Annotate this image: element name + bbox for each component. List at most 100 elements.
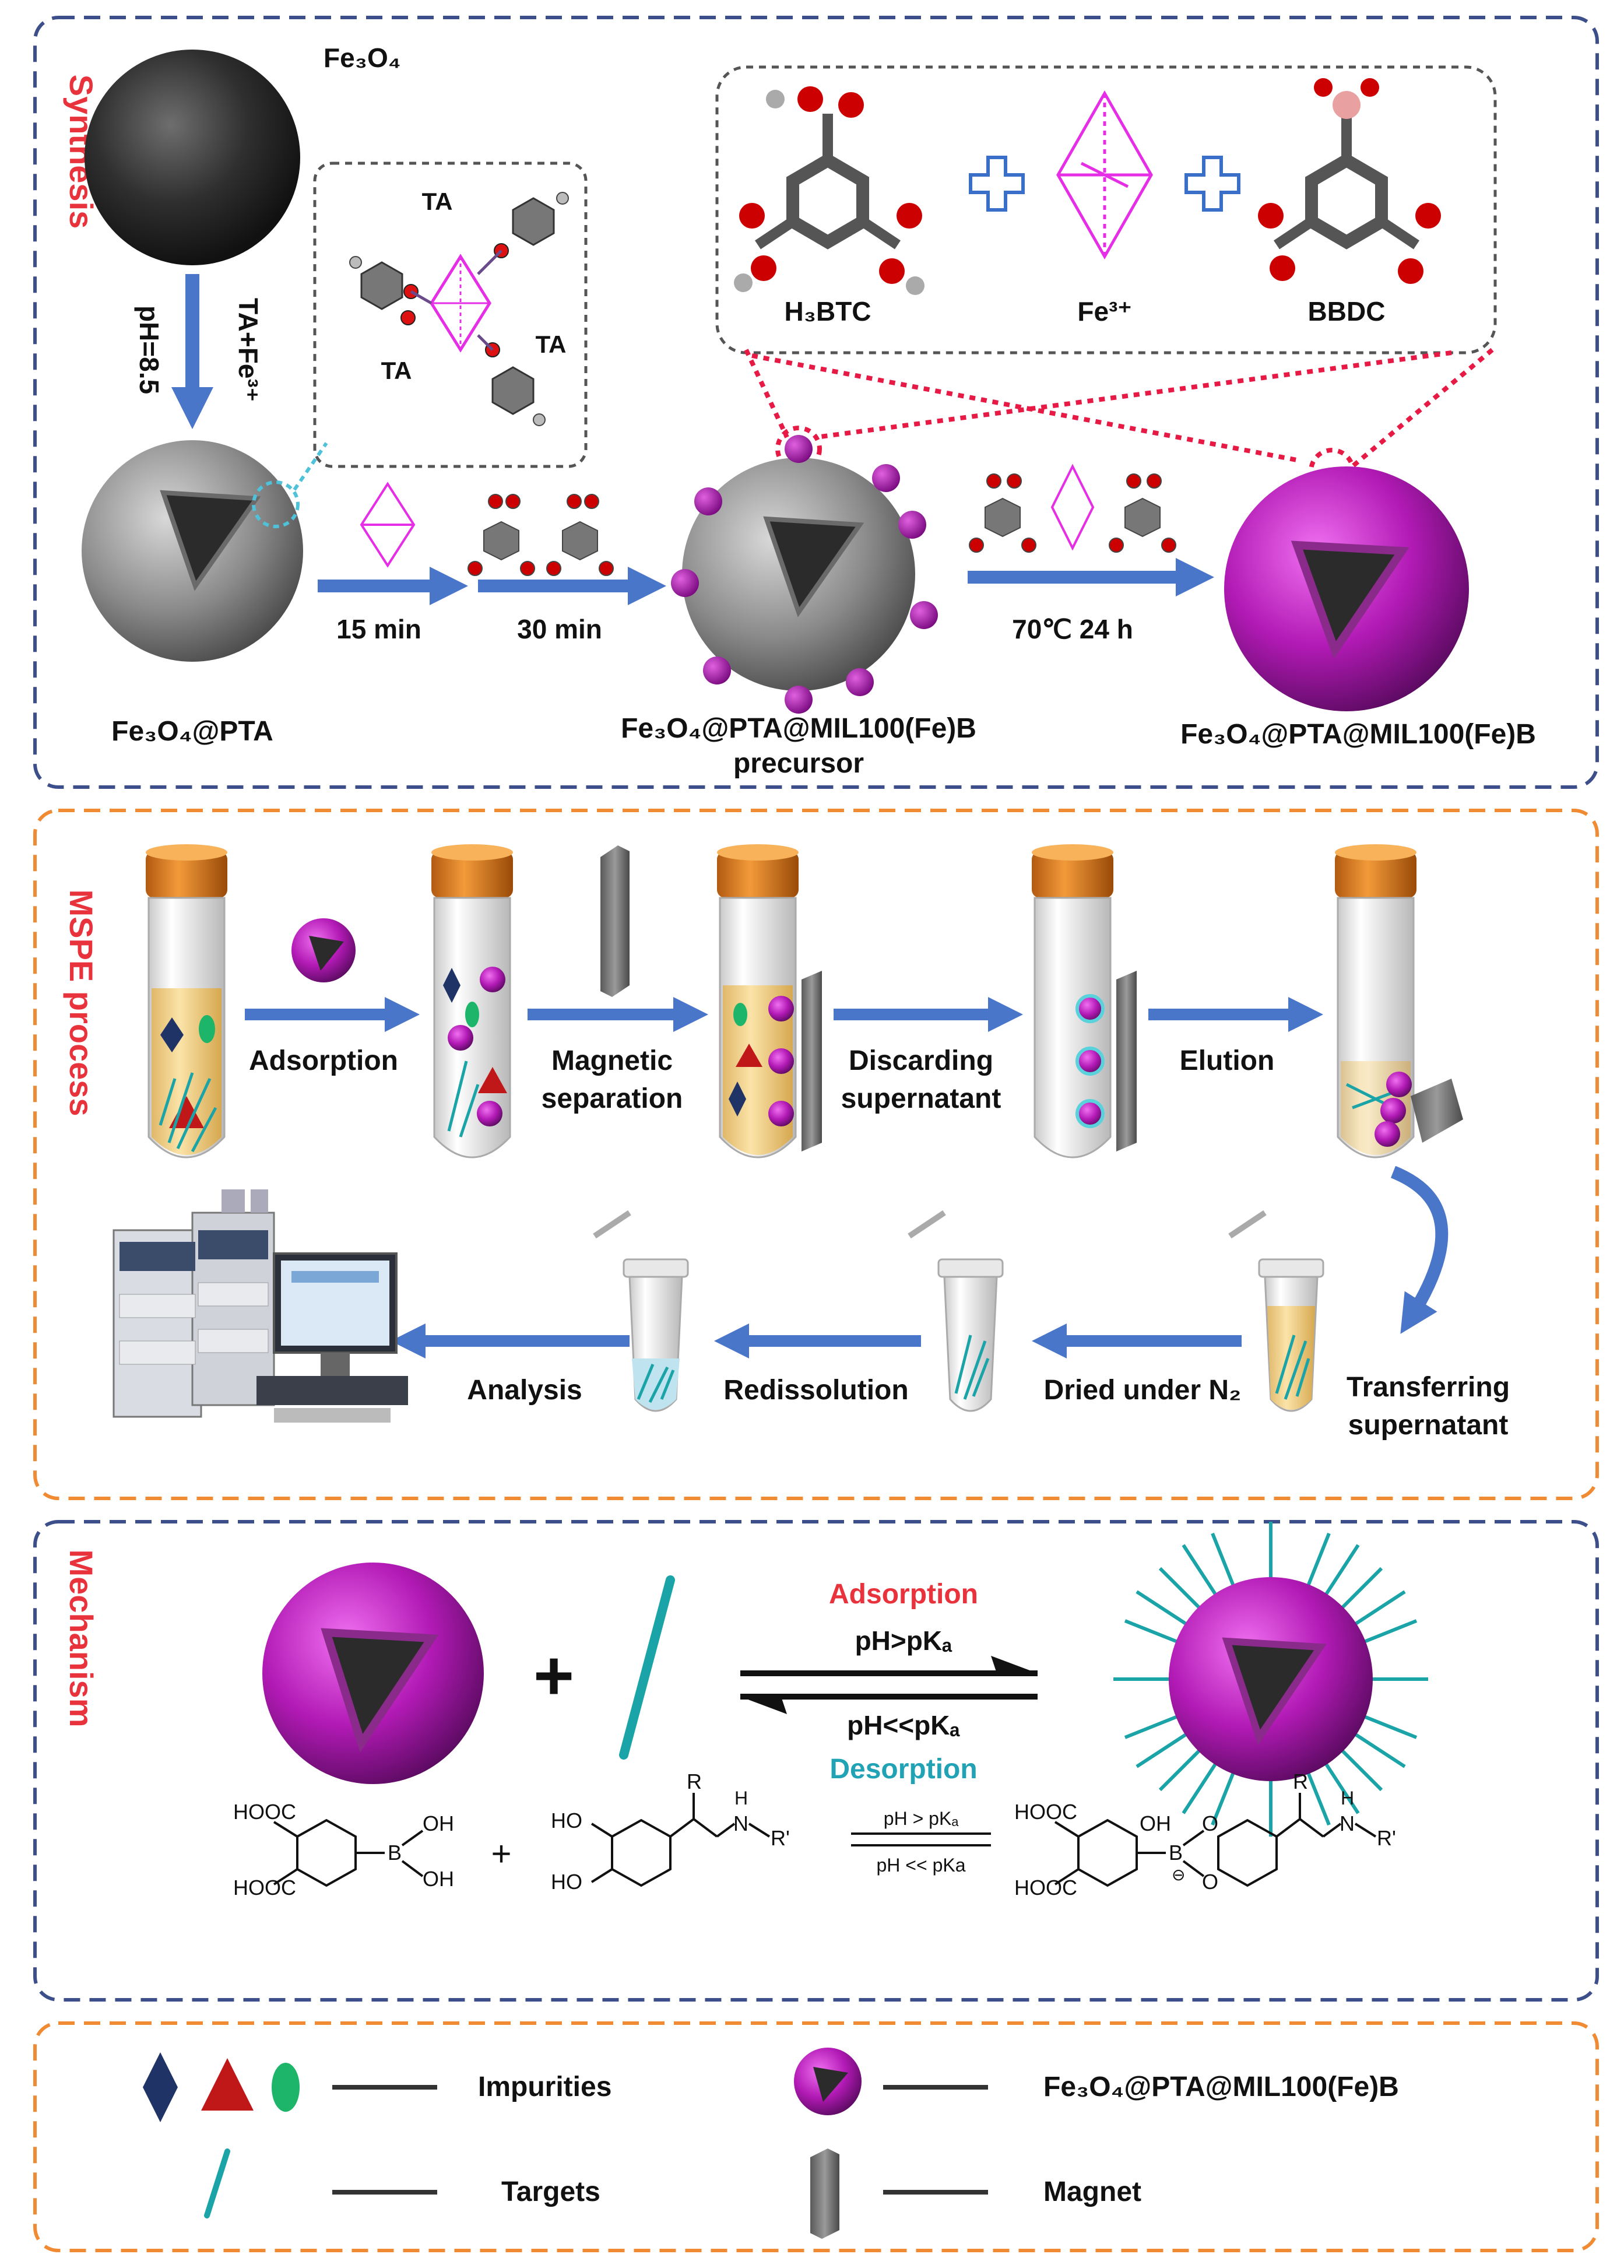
chem-n-2: N	[1340, 1811, 1355, 1835]
target-needle-icon	[619, 1575, 675, 1760]
chem-h-2: H	[1341, 1788, 1354, 1809]
step-70c-label: 70℃ 24 h	[1012, 614, 1133, 644]
linker-inset-box	[715, 65, 1497, 354]
transferring-label-1: Transferring	[1347, 1372, 1510, 1403]
step-30min-label: 30 min	[517, 614, 602, 644]
tube-sample	[146, 844, 227, 1158]
mech-ph-ll-label: pH<<pKₐ	[847, 1710, 960, 1740]
discarding-label-1: Discarding	[849, 1045, 993, 1076]
chem-hooc-4: HOOC	[1014, 1876, 1077, 1900]
product-label: Fe₃O₄@PTA@MIL100(Fe)B	[1180, 719, 1536, 750]
chem-plus: +	[491, 1834, 511, 1873]
chem-b-2: B	[1169, 1841, 1183, 1865]
fe3o4-sphere	[85, 50, 300, 265]
tube-with-particles	[431, 844, 513, 1158]
adsorption-label: Adsorption	[249, 1045, 398, 1076]
plus-icon-2	[1184, 156, 1240, 212]
chem-o-1: O	[1202, 1811, 1218, 1835]
chem-ho-1: HO	[551, 1809, 582, 1832]
zoom-lines-red	[744, 347, 1494, 494]
hplc-instrument-icon	[113, 1189, 408, 1423]
legend-panel-border	[33, 2021, 1599, 2252]
ta-fe-label: TA+Fe³⁺	[233, 298, 263, 402]
ta-label-3: TA	[536, 331, 567, 358]
chem-rp-1: R'	[771, 1826, 790, 1850]
bbdc-molecule	[1258, 78, 1441, 284]
magnetic-label-1: Magnetic	[551, 1045, 673, 1076]
tube-magnetic-separation	[717, 844, 822, 1158]
chem-n-1: N	[733, 1811, 748, 1835]
eppendorf-transferred	[1228, 1210, 1324, 1412]
mech-desorption-label: Desorption	[829, 1754, 977, 1785]
elution-label: Elution	[1180, 1045, 1275, 1076]
chem-rp-2: R'	[1377, 1826, 1396, 1850]
transferring-label-2: supernatant	[1348, 1410, 1509, 1441]
mspe-panel-border	[33, 809, 1599, 1500]
legend-magnet-icon	[810, 2148, 839, 2239]
ta-label-1: TA	[422, 188, 453, 215]
legend-green-ellipse-icon	[272, 2063, 300, 2112]
chem-minus: ⊖	[1172, 1866, 1185, 1884]
chem-r-1: R	[687, 1770, 702, 1793]
mechanism-panel-border	[33, 1520, 1599, 2002]
legend-blue-diamond-icon	[143, 2052, 178, 2122]
mech-ph-gt-label: pH>pKₐ	[855, 1625, 953, 1656]
legend-particle-icon	[794, 2048, 862, 2115]
ta-complex-molecule	[349, 192, 569, 426]
bbdc-label: BBDC	[1308, 296, 1386, 326]
bound-particle	[1113, 1522, 1428, 1837]
eppendorf-redissolved	[593, 1210, 689, 1412]
legend-product-label: Fe₃O₄@PTA@MIL100(Fe)B	[1043, 2072, 1399, 2102]
fe3o4-pta-sphere	[82, 440, 303, 662]
chemical-reaction-scheme: HOOC HOOC B OH OH + HO HO R H N R' pH > …	[233, 1770, 1396, 1900]
mechanism-plus: +	[533, 1637, 574, 1715]
legend-target-needle-icon	[204, 2148, 230, 2218]
synthesis-panel-border	[33, 16, 1599, 789]
chem-b-1: B	[388, 1841, 402, 1865]
fe3o4-label: Fe₃O₄	[324, 43, 401, 73]
h3btc-molecule	[734, 86, 925, 295]
zoom-line-ta	[293, 442, 328, 491]
linker-trio-icon	[969, 464, 1176, 553]
chem-oh-1: OH	[423, 1811, 454, 1835]
fe-octahedron-icon	[1056, 90, 1153, 260]
ta-inset-box	[313, 162, 588, 468]
legend-magnet-label: Magnet	[1043, 2176, 1141, 2207]
ph-label: pH=8.5	[134, 306, 164, 394]
chem-ph-ll: pH << pKa	[877, 1855, 966, 1876]
mech-adsorption-label: Adsorption	[829, 1579, 978, 1610]
tube-elution	[1335, 844, 1463, 1158]
chem-hooc-1: HOOC	[233, 1800, 296, 1824]
chem-hooc-3: HOOC	[1014, 1800, 1077, 1824]
chem-o-2: O	[1202, 1870, 1218, 1894]
h3btc-label: H₃BTC	[784, 296, 871, 326]
curved-arrow-transfer	[1390, 1165, 1449, 1334]
linker-pair-icon-1	[467, 494, 614, 576]
chem-r-2: R	[1293, 1770, 1308, 1793]
mechanism-particle	[262, 1563, 484, 1784]
discarding-label-2: supernatant	[841, 1083, 1001, 1114]
redissolution-label: Redissolution	[723, 1375, 908, 1406]
precursor-sphere	[671, 435, 938, 714]
ta-label-2: TA	[381, 357, 412, 384]
eppendorf-dried	[908, 1210, 1004, 1412]
magnet-icon-top	[600, 845, 630, 997]
product-sphere	[1224, 466, 1469, 711]
dried-label: Dried under N₂	[1044, 1375, 1242, 1406]
particle-icon	[291, 918, 356, 982]
legend-targets-label: Targets	[501, 2176, 600, 2207]
fe3o4-pta-label: Fe₃O₄@PTA	[111, 716, 273, 747]
chem-oh-2: OH	[423, 1867, 454, 1891]
analysis-label: Analysis	[467, 1375, 582, 1406]
chem-h-1: H	[734, 1788, 748, 1809]
step-15min-label: 15 min	[336, 614, 421, 644]
magnetic-label-2: separation	[542, 1083, 683, 1114]
precursor-label-2: precursor	[733, 748, 864, 779]
legend-red-triangle-icon	[201, 2058, 254, 2111]
fe3-label: Fe³⁺	[1077, 296, 1131, 326]
chem-oh-3: OH	[1140, 1811, 1171, 1835]
chem-ho-2: HO	[551, 1870, 582, 1894]
mspe-section-label: MSPE process	[63, 889, 100, 1116]
chem-hooc-2: HOOC	[233, 1876, 296, 1900]
plus-icon-1	[969, 156, 1025, 212]
